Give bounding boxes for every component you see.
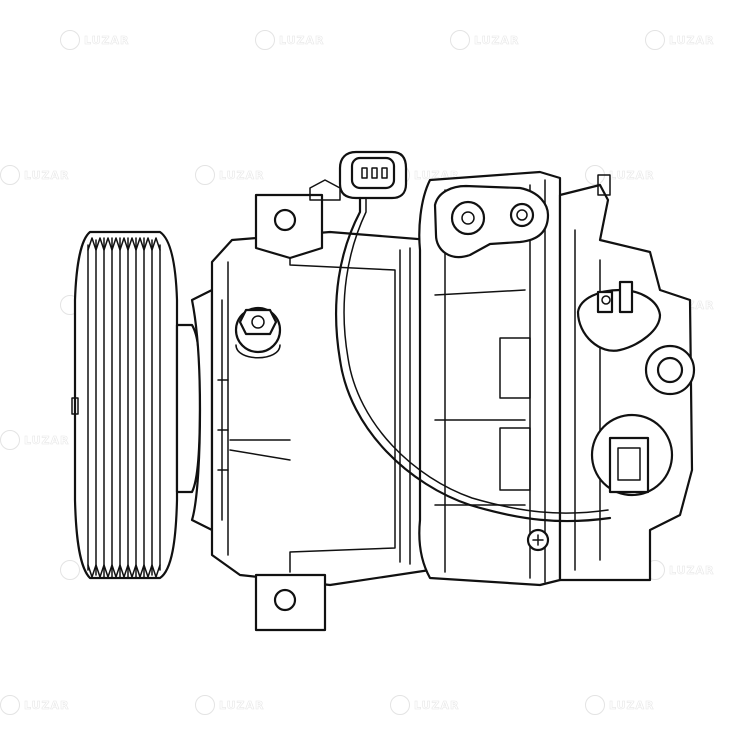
rear-head: [418, 170, 562, 587]
pulley-grooves: [87, 237, 161, 578]
mount-ear-bottom: [254, 573, 327, 632]
clutch-hub: [175, 288, 214, 532]
rear-cover: [558, 174, 696, 582]
wire-harness: [335, 150, 612, 552]
mount-ear-top: [254, 179, 341, 260]
compressor-body: [210, 230, 432, 587]
pulley: [71, 230, 179, 580]
